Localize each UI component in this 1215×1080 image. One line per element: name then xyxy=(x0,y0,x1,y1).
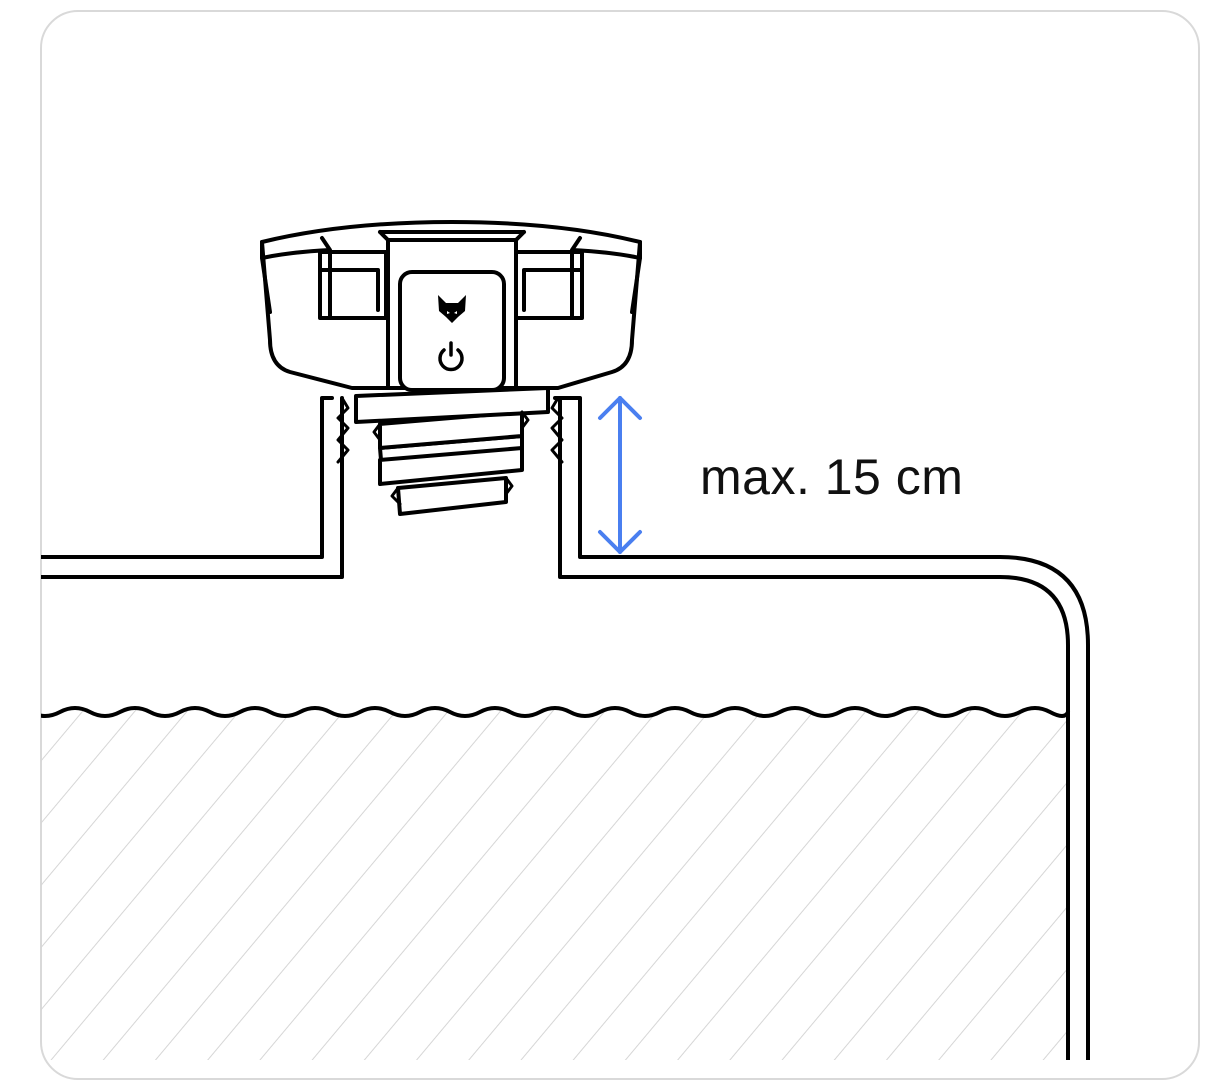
sensor-housing xyxy=(260,220,642,392)
sensor-thread xyxy=(354,386,550,516)
tank-wall-outer xyxy=(41,396,1090,1060)
neck-thread-left xyxy=(336,396,350,464)
liquid-surface xyxy=(41,706,1070,718)
liquid-hatch xyxy=(41,708,1068,1060)
fox-logo-icon xyxy=(438,295,466,323)
power-icon xyxy=(438,341,464,372)
dimension-arrow xyxy=(598,396,642,554)
neck-thread-right xyxy=(550,396,564,464)
dimension-label: max. 15 cm xyxy=(700,449,964,505)
